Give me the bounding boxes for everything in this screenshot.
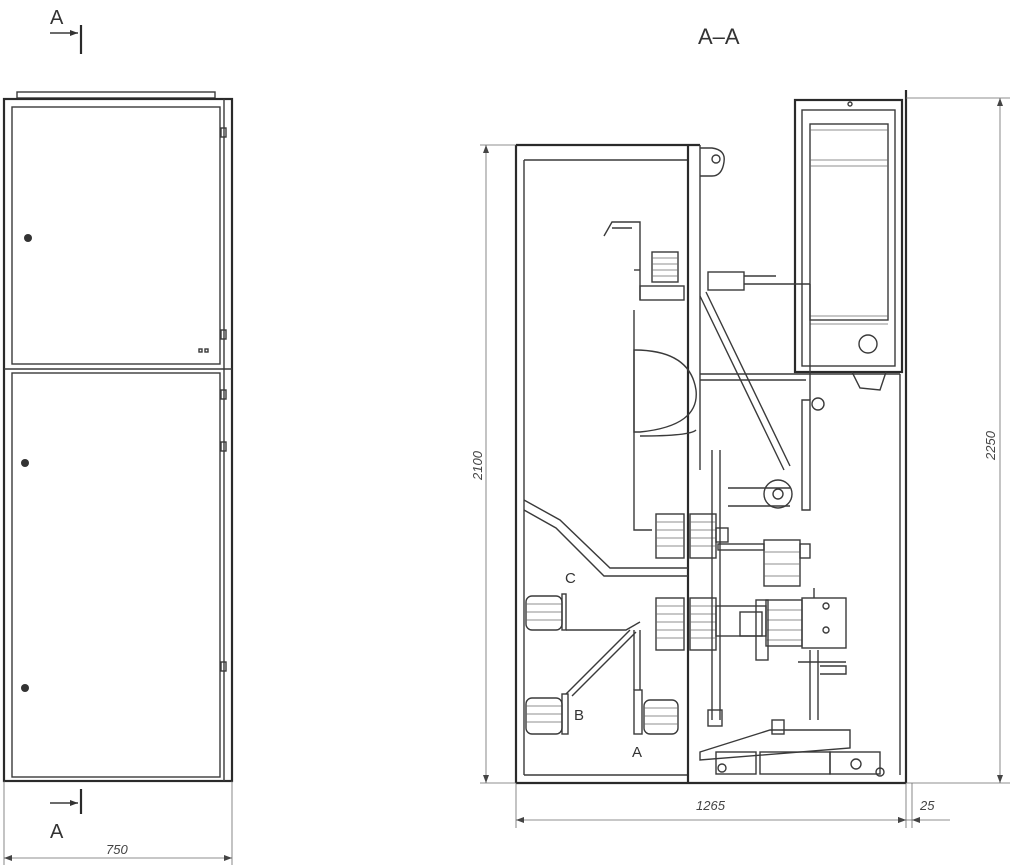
dim-depth: 1265 <box>515 783 907 828</box>
dim-rear-offset-value: 25 <box>919 798 935 813</box>
section-mark-top-label: A <box>50 7 64 29</box>
section-view: C B A <box>514 90 908 785</box>
section-mark-bottom: A <box>50 789 83 843</box>
section-mark-bottom-label: A <box>50 821 64 843</box>
dim-height-cabinet: 2100 <box>470 144 516 784</box>
door-lock-icon <box>21 459 29 467</box>
current-transformer-c <box>525 595 563 631</box>
dim-width-front: 750 <box>3 781 233 865</box>
front-view <box>2 91 234 783</box>
door-lock-icon <box>24 234 32 242</box>
lower-door <box>11 372 221 778</box>
dim-rear-offset: 25 <box>898 783 950 828</box>
upper-door <box>11 106 221 365</box>
insulator <box>655 513 685 559</box>
dim-height-total: 2250 <box>906 97 1010 784</box>
dim-width-front-value: 750 <box>106 842 128 857</box>
phase-label-c: C <box>565 570 576 587</box>
dim-depth-value: 1265 <box>696 798 726 813</box>
phase-label-a: A <box>632 744 642 761</box>
dim-height-total-value: 2250 <box>983 430 998 461</box>
phase-label-b: B <box>574 707 584 724</box>
current-transformer-a <box>643 699 679 735</box>
current-transformer-b <box>525 697 563 735</box>
section-title: A–A <box>698 24 740 49</box>
relay-compartment <box>793 98 904 374</box>
door-lock-icon <box>21 684 29 692</box>
insulator <box>655 597 685 651</box>
mechanism-box <box>801 597 847 649</box>
section-mark-top: A <box>50 7 83 54</box>
dim-height-cabinet-value: 2100 <box>470 450 485 481</box>
